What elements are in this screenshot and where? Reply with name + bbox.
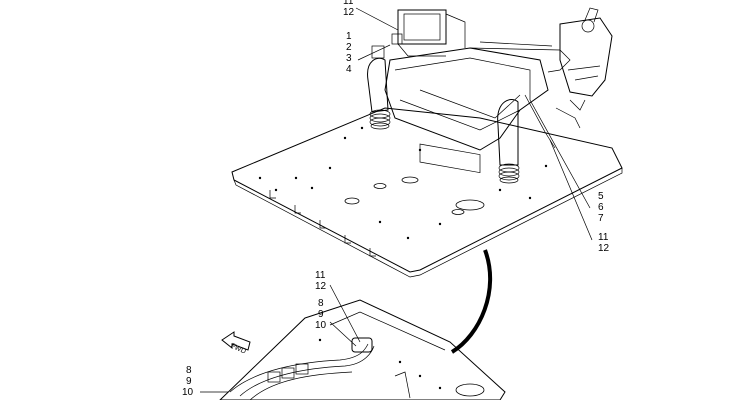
callout-number: 11 xyxy=(315,270,326,281)
callout-number: 10 xyxy=(315,320,327,331)
callout-right-upper: 5 6 7 xyxy=(598,191,604,224)
lower-plate xyxy=(219,299,506,400)
callout-number: 9 xyxy=(318,309,324,320)
bolts-underside xyxy=(269,190,376,257)
floor-plate xyxy=(231,107,623,278)
callout-number: 12 xyxy=(598,243,610,254)
bellows-left xyxy=(367,57,391,130)
callout-top-left: 11 12 xyxy=(343,0,355,18)
callout-number: 12 xyxy=(315,281,327,292)
callout-right-lower: 11 12 xyxy=(598,232,610,254)
fwd-label: FWD xyxy=(229,343,246,356)
callout-number: 12 xyxy=(343,7,355,18)
callout-number: 1 xyxy=(346,31,352,42)
callout-bottom-center-b: 8 9 10 xyxy=(315,298,327,331)
callout-bottom-center-a: 11 12 xyxy=(315,270,327,292)
callout-number: 10 xyxy=(182,387,194,398)
callout-number: 2 xyxy=(346,42,352,53)
leader-lines xyxy=(200,7,593,393)
callout-number: 4 xyxy=(346,64,352,75)
callout-number: 8 xyxy=(186,365,192,376)
callout-number: 5 xyxy=(598,191,604,202)
seat-base-frame xyxy=(371,9,571,174)
transition-curve xyxy=(450,249,493,354)
bellows-right xyxy=(497,99,520,184)
fwd-direction-arrow: FWD xyxy=(221,331,251,356)
callout-bottom-left: 8 9 10 xyxy=(182,365,194,398)
callout-number: 6 xyxy=(598,202,604,213)
callout-number: 11 xyxy=(343,0,354,7)
callout-mid-left: 1 2 3 4 xyxy=(346,31,352,75)
control-tower xyxy=(559,7,613,111)
callout-number: 7 xyxy=(598,213,604,224)
callout-number: 9 xyxy=(186,376,192,387)
callout-number: 11 xyxy=(598,232,609,243)
callout-number: 8 xyxy=(318,298,324,309)
callout-number: 3 xyxy=(346,53,352,64)
